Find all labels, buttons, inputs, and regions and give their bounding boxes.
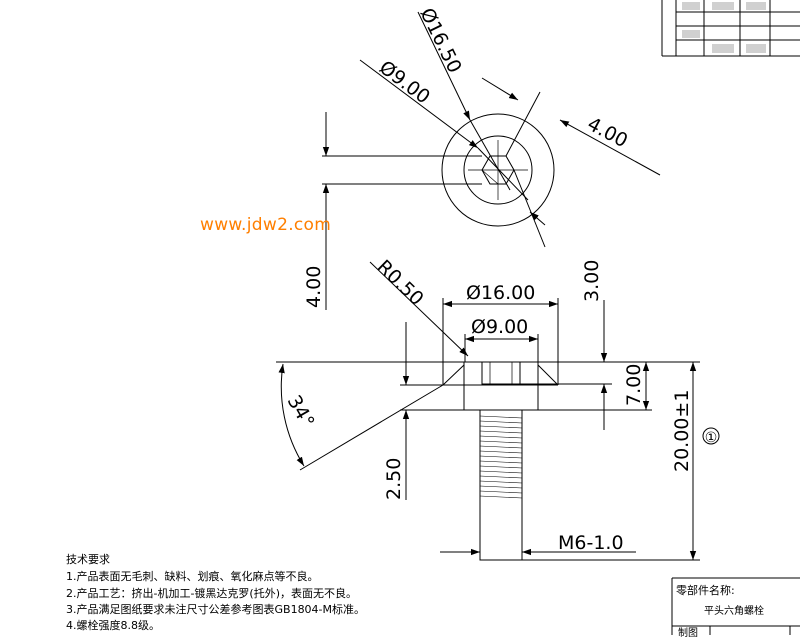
thread-line xyxy=(479,430,523,434)
dim-fillet: R0.50 xyxy=(373,256,428,310)
dim-total-length: 20.00±1 xyxy=(671,390,693,472)
thread-line xyxy=(479,435,523,439)
thread-line xyxy=(479,440,523,444)
thread-line xyxy=(479,415,523,419)
dim-shank-offset: 2.50 xyxy=(383,458,405,500)
top-view xyxy=(322,11,661,310)
tech-req-title: 技术要求 xyxy=(66,553,110,566)
dim-socket-dia: Ø9.00 xyxy=(471,316,528,338)
dim-head-height: 7.00 xyxy=(623,364,645,406)
angle-arc xyxy=(278,363,305,467)
thread-lines xyxy=(479,415,523,499)
drawn-label: 制图 xyxy=(678,628,698,639)
tech-req-item-3: 3.产品满足图纸要求未注尺寸公差参考图表GB1804-M标准。 xyxy=(66,603,366,616)
hex-dim-line-1 xyxy=(559,119,661,176)
dia-9-leader-2 xyxy=(477,147,529,201)
thread-line xyxy=(479,465,523,469)
thread-line xyxy=(479,460,523,464)
part-name-label: 零部件名称: xyxy=(676,584,735,597)
thread-line xyxy=(479,490,523,494)
shank xyxy=(479,409,523,561)
head-outer-circle xyxy=(441,113,555,227)
dia-9-leader xyxy=(359,59,479,149)
hex-diag-1 xyxy=(481,169,499,185)
r050-leader xyxy=(369,261,469,357)
side-view xyxy=(276,261,720,561)
hex-dim-line-2 xyxy=(529,211,546,226)
watermark: www.jdw2.com xyxy=(200,215,332,235)
dim-chamfer-angle: 34° xyxy=(283,392,319,432)
dim-head-top-dia: Ø16.50 xyxy=(416,5,466,77)
hex-dim-line-3 xyxy=(481,77,519,101)
thread-line xyxy=(479,455,523,459)
thread-line xyxy=(479,445,523,449)
head-body xyxy=(463,361,539,411)
thread-line xyxy=(479,485,523,489)
thread-line xyxy=(479,450,523,454)
tech-req-item-1: 1.产品表面无毛刺、缺料、划痕、氧化麻点等不良。 xyxy=(66,570,319,583)
socket-cavity xyxy=(481,361,521,385)
title-block-bottom xyxy=(671,577,800,635)
hex-dim-ext-1 xyxy=(505,91,541,157)
dim-head-dia: Ø16.00 xyxy=(466,282,535,304)
hex-diag-2 xyxy=(505,155,515,171)
part-name: 平头六角螺栓 xyxy=(704,606,764,617)
dia-16-50-leader xyxy=(417,11,471,121)
thread-line xyxy=(479,480,523,484)
balloon-label: ① xyxy=(705,430,718,446)
dim-thread: M6-1.0 xyxy=(558,532,624,554)
tech-req-item-4: 4.螺栓强度8.8级。 xyxy=(66,619,160,632)
hex-dim-ext-2 xyxy=(513,169,546,248)
thread-line xyxy=(479,475,523,479)
dim-socket-top-dia: Ø9.00 xyxy=(375,56,434,108)
dim-hex-depth: 4.00 xyxy=(303,266,325,308)
socket-circle xyxy=(463,135,533,205)
tech-req-item-2: 2.产品工艺：挤出-机加工-镀黑达克罗(托外)，表面无不良。 xyxy=(66,587,358,600)
chamfer-left xyxy=(442,364,465,386)
title-block-top-blur xyxy=(682,2,766,53)
thread-line xyxy=(479,470,523,474)
title-block-top xyxy=(661,0,800,57)
dim-counterbore-depth: 3.00 xyxy=(581,260,603,302)
thread-line xyxy=(479,425,523,429)
thread-line xyxy=(479,495,523,499)
angle-slope-line xyxy=(299,384,444,471)
dia-16-50-leader-2 xyxy=(469,119,511,191)
chamfer-right xyxy=(537,364,559,386)
thread-line xyxy=(479,420,523,424)
balloon-circle xyxy=(702,427,720,445)
